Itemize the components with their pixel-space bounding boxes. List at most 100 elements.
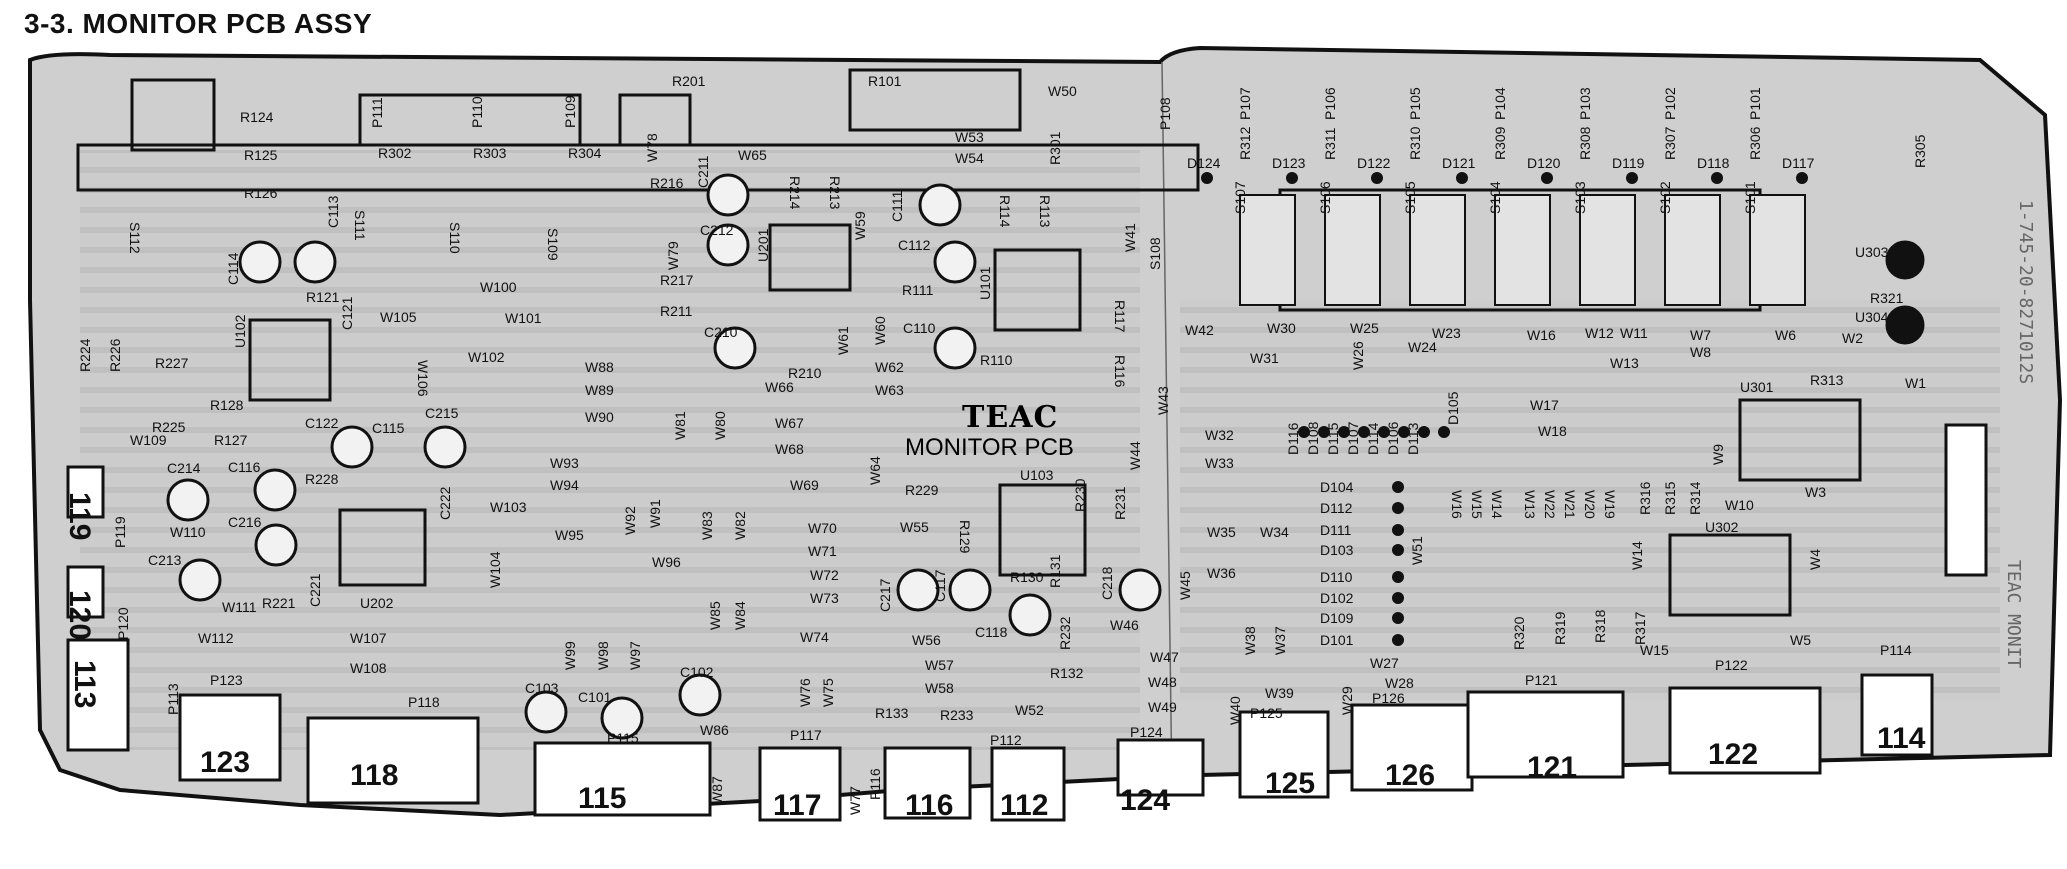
label-c114: C114: [225, 252, 241, 285]
label-w78: W78: [644, 133, 660, 162]
label-p123: P123: [210, 672, 243, 688]
label-r231: R231: [1112, 486, 1128, 520]
capacitors: [166, 173, 1925, 740]
label-w62: W62: [875, 359, 904, 375]
label-r216: R216: [650, 175, 684, 191]
label-u304: U304: [1855, 309, 1889, 325]
label-w71: W71: [808, 543, 837, 559]
component-outlines: [76, 68, 1862, 617]
label-r226: R226: [107, 338, 123, 372]
label-c121: C121: [339, 296, 355, 330]
label-r110: R110: [980, 352, 1013, 368]
label-r309: R309: [1492, 126, 1508, 160]
label-r111: R111: [902, 282, 934, 298]
label-d103: D103: [1320, 542, 1354, 558]
label-p114: P114: [1880, 642, 1912, 658]
label-r306: R306: [1747, 126, 1763, 160]
label-d108: D108: [1305, 421, 1321, 455]
label-c217: C217: [877, 578, 893, 612]
label-r133: R133: [875, 705, 909, 721]
label-d122: D122: [1357, 155, 1391, 171]
connector-labels: 123 118 115 117 116 112 124 125 126 121 …: [63, 492, 1926, 822]
connector-114: 114: [1877, 722, 1926, 755]
label-w73: W73: [810, 590, 839, 606]
label-c212: C212: [700, 222, 734, 238]
label-r127: R127: [214, 432, 248, 448]
label-d101: D101: [1320, 632, 1354, 648]
label-r310: R310: [1407, 126, 1423, 160]
label-c115: C115: [372, 420, 405, 436]
label-r213: R213: [827, 176, 843, 210]
label-u101: U101: [977, 266, 993, 300]
connector-118: 118: [350, 759, 398, 792]
label-r129: R129: [957, 520, 973, 554]
label-d117: D117: [1782, 155, 1815, 171]
label-w76: W76: [797, 678, 813, 707]
label-s110: S110: [447, 222, 463, 254]
label-p105: P105: [1407, 87, 1423, 120]
label-w35: W35: [1207, 524, 1236, 540]
label-u303: U303: [1855, 244, 1889, 260]
connector-116: 116: [905, 789, 953, 822]
label-r319: R319: [1552, 611, 1568, 645]
label-r132: R132: [1050, 665, 1084, 681]
label-c101: C101: [578, 689, 612, 705]
label-w75: W75: [820, 678, 836, 707]
label-w44: W44: [1127, 441, 1143, 470]
label-w24: W24: [1408, 339, 1437, 355]
label-w98: W98: [595, 641, 611, 670]
label-c210: C210: [704, 324, 738, 340]
label-r125: R125: [244, 147, 278, 163]
label-r217: R217: [660, 272, 694, 288]
label-r312: R312: [1237, 126, 1253, 160]
label-w14: W14: [1629, 541, 1645, 570]
label-r117: R117: [1112, 300, 1128, 333]
label-w100: W100: [480, 279, 517, 295]
label-u201: U201: [755, 228, 771, 262]
label-w7: W7: [1690, 327, 1711, 343]
label-w95: W95: [555, 527, 584, 543]
label-w8: W8: [1690, 344, 1711, 360]
connector-122: 122: [1708, 738, 1758, 771]
label-w48: W48: [1148, 674, 1177, 690]
label-w45: W45: [1177, 571, 1193, 600]
label-r301: R301: [1047, 131, 1063, 165]
component-labels: R124 R125 R126 P111 P110 P109 R302 R303 …: [77, 73, 1928, 815]
label-c222: C222: [437, 486, 453, 520]
label-w92: W92: [622, 506, 638, 535]
label-r318: R318: [1592, 609, 1608, 643]
connector-115: 115: [578, 782, 626, 815]
label-c111: C111: [889, 190, 905, 222]
label-w13: W13: [1522, 490, 1538, 519]
label-r317: R317: [1632, 611, 1648, 645]
label-d118: D118: [1697, 155, 1730, 171]
label-w56: W56: [912, 632, 941, 648]
label-d113: D113: [1405, 422, 1421, 455]
label-r232: R232: [1057, 616, 1073, 650]
label-w110: W110: [170, 524, 206, 540]
board-side-code: 1-745-20-8271012S: [2015, 200, 2036, 384]
label-w1: W1: [1905, 375, 1926, 391]
label-w11: W11: [1620, 325, 1648, 341]
label-w60: W60: [872, 316, 888, 345]
label-w86: W86: [700, 722, 729, 738]
label-c213: C213: [148, 552, 182, 568]
label-w103: W103: [490, 499, 527, 515]
label-w52: W52: [1015, 702, 1044, 718]
label-s107: S107: [1232, 181, 1248, 214]
label-d123: D123: [1272, 155, 1306, 171]
label-r311: R311: [1322, 127, 1338, 160]
label-r315: R315: [1662, 481, 1678, 515]
label-w83: W83: [699, 511, 715, 540]
label-w31: W31: [1250, 350, 1279, 366]
label-p104: P104: [1492, 87, 1508, 120]
label-w109: W109: [130, 432, 167, 448]
label-w14: W14: [1489, 490, 1505, 519]
label-r124: R124: [240, 109, 274, 125]
label-r225: R225: [152, 419, 186, 435]
board-side-text: TEAC MONIT: [2003, 560, 2024, 669]
label-w3: W3: [1805, 484, 1826, 500]
label-w107: W107: [350, 630, 387, 646]
label-w64: W64: [867, 456, 883, 485]
